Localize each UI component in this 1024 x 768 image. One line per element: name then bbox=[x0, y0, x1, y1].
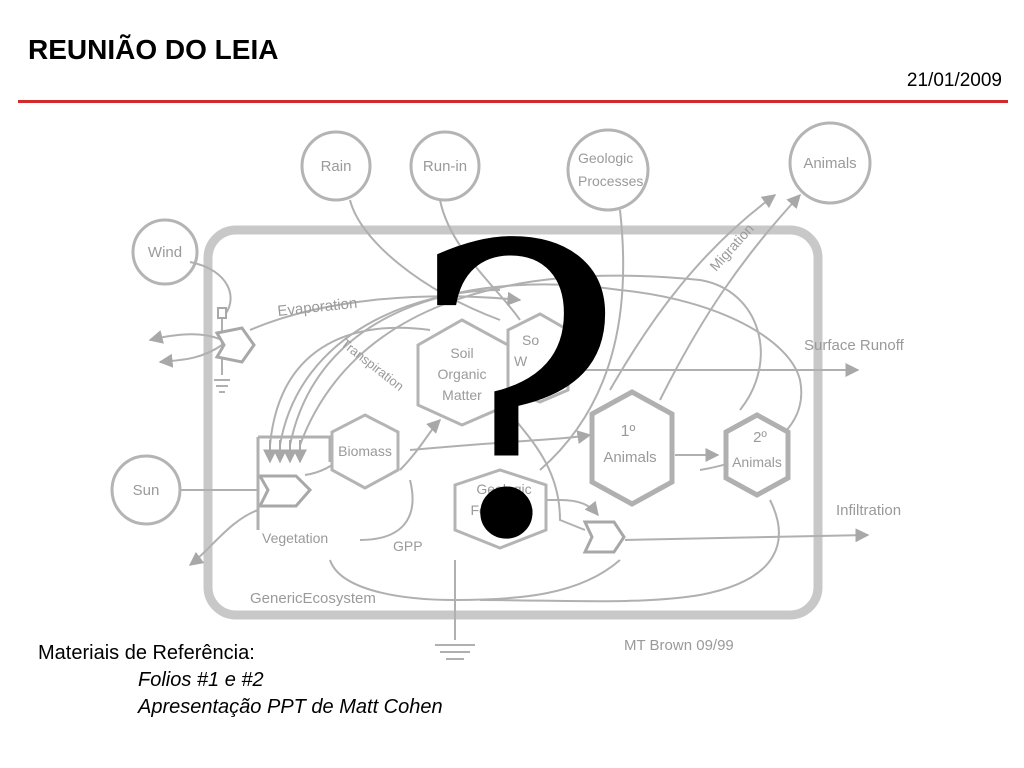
geologic-processes-source: Geologic Processes bbox=[566, 128, 650, 212]
rain-source: Rain bbox=[300, 130, 372, 202]
soil-organic-label-2: Organic bbox=[437, 366, 486, 382]
sun-label: Sun bbox=[133, 482, 160, 499]
soil-organic-label-3: Matter bbox=[442, 387, 482, 403]
ecosystem-boundary bbox=[203, 225, 823, 620]
geologic-formation-storage: Geologic Formation bbox=[453, 468, 548, 550]
slide-date: 21/01/2009 bbox=[906, 70, 1002, 91]
reference-item-ppt: Apresentação PPT de Matt Cohen bbox=[138, 696, 443, 718]
rain-label: Rain bbox=[321, 158, 352, 175]
geologic-processes-label-2: Processes bbox=[578, 173, 643, 189]
references-block: Materiais de Referência: Folios #1 e #2 … bbox=[38, 640, 443, 721]
gpp-label: GPP bbox=[393, 538, 423, 554]
secondary-animals-label-2: Animals bbox=[732, 454, 782, 470]
primary-animals-label-2: Animals bbox=[603, 449, 656, 466]
surface-runoff-label: Surface Runoff bbox=[804, 337, 905, 354]
primary-animals-consumer: 1º Animals bbox=[589, 389, 675, 507]
geologic-formation-label-1: Geologic bbox=[476, 481, 531, 497]
geologic-formation-label-2: Formation bbox=[470, 502, 533, 518]
wind-interaction bbox=[214, 326, 256, 364]
wind-label: Wind bbox=[148, 244, 182, 261]
sun-source: Sun bbox=[110, 454, 182, 526]
secondary-animals-consumer: 2º Animals bbox=[723, 412, 791, 498]
wind-source: Wind bbox=[131, 218, 199, 286]
evaporation-label: Evaporation bbox=[277, 295, 358, 320]
ecosystem-boundary-label: GenericEcosystem bbox=[250, 590, 376, 607]
biomass-storage: Biomass bbox=[330, 413, 400, 490]
soil-water-storage: So W bbox=[506, 312, 570, 404]
infiltration-interaction bbox=[582, 520, 626, 554]
slide-title: REUNIÃO DO LEIA bbox=[28, 34, 279, 65]
soil-organic-label-1: Soil bbox=[450, 345, 473, 361]
references-heading: Materiais de Referência: bbox=[38, 642, 255, 664]
infiltration-label: Infiltration bbox=[836, 502, 901, 519]
soil-water-label-2: W bbox=[514, 353, 528, 369]
biomass-label: Biomass bbox=[338, 443, 392, 459]
soil-organic-matter-storage: Soil Organic Matter bbox=[416, 318, 510, 427]
primary-animals-label-1: 1º bbox=[621, 423, 636, 440]
title-divider bbox=[18, 100, 1008, 103]
soil-water-label-1: So bbox=[522, 332, 539, 348]
run-in-label: Run-in bbox=[423, 158, 467, 175]
secondary-animals-label-1: 2º bbox=[753, 429, 767, 446]
animals-label: Animals bbox=[803, 155, 856, 172]
vegetation-label: Vegetation bbox=[262, 530, 328, 546]
reference-item-folios: Folios #1 e #2 bbox=[138, 669, 264, 691]
question-mark-overlay: ? bbox=[410, 163, 625, 628]
geologic-processes-label-1: Geologic bbox=[578, 150, 633, 166]
run-in-source: Run-in bbox=[409, 130, 481, 202]
diagram-credit: MT Brown 09/99 bbox=[624, 637, 734, 654]
animals-source: Animals bbox=[788, 121, 872, 205]
vegetation-production bbox=[257, 474, 313, 508]
